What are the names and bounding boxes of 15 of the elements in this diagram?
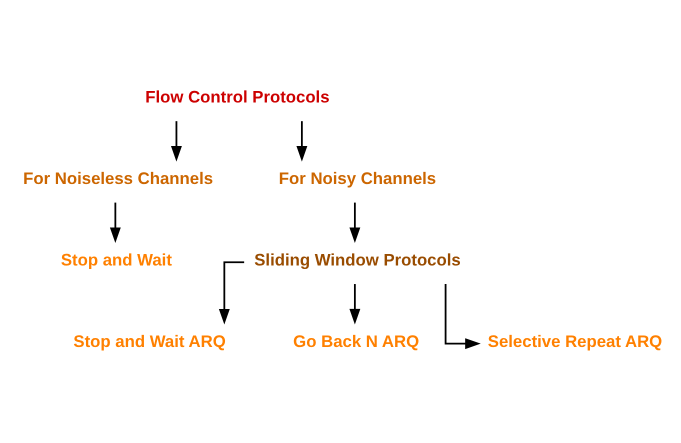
node-text: For Noiseless Channels — [23, 169, 214, 188]
node-text: Sliding Window Protocols — [254, 250, 461, 270]
arrow — [110, 202, 121, 244]
node-text: Go Back N ARQ — [293, 332, 420, 351]
arrow — [170, 121, 182, 162]
arrow — [349, 284, 360, 324]
node-text: Stop and Wait ARQ — [73, 332, 226, 351]
node-text: Selective Repeat ARQ — [488, 332, 662, 351]
node-text: For Noisy Channels — [278, 169, 436, 188]
node-text: Stop and Wait — [60, 250, 172, 270]
arrow — [444, 284, 481, 350]
arrow — [349, 202, 360, 244]
arrow — [296, 121, 308, 162]
node-text: Flow Control Protocols — [145, 88, 330, 107]
arrow — [218, 261, 244, 325]
